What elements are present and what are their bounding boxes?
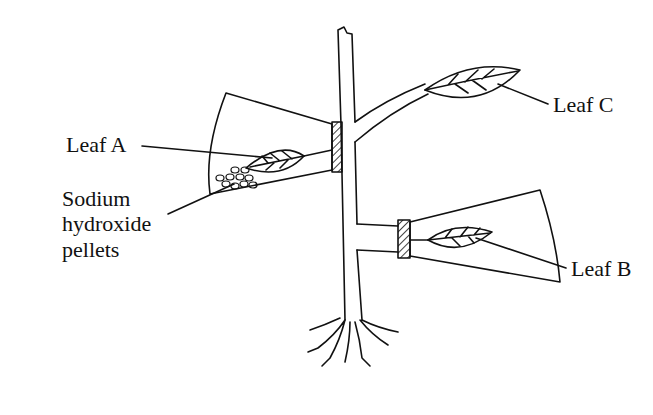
leader-line [142,146,272,158]
leaf [428,228,492,248]
leader-line [498,84,548,104]
part-label: Sodium hydroxide pellets [62,186,166,262]
stopper [398,220,410,258]
roots [308,318,398,366]
part-label: Leaf C [553,92,647,117]
leaf [246,150,304,172]
leaf-vein [428,227,490,246]
flask [209,93,332,194]
branch [357,224,398,252]
leader-line [168,184,234,214]
stopper [332,122,342,172]
part-label: Leaf B [571,256,649,281]
petiole [304,150,332,156]
leader-line [476,238,566,268]
branch [355,84,428,142]
stem [338,27,362,320]
leaf-vein [250,151,304,170]
flask [410,190,560,282]
leaf [425,67,520,98]
pellets [216,167,257,189]
leaf-vein [425,69,518,93]
part-label: Leaf A [66,132,156,157]
petiole [410,239,428,241]
